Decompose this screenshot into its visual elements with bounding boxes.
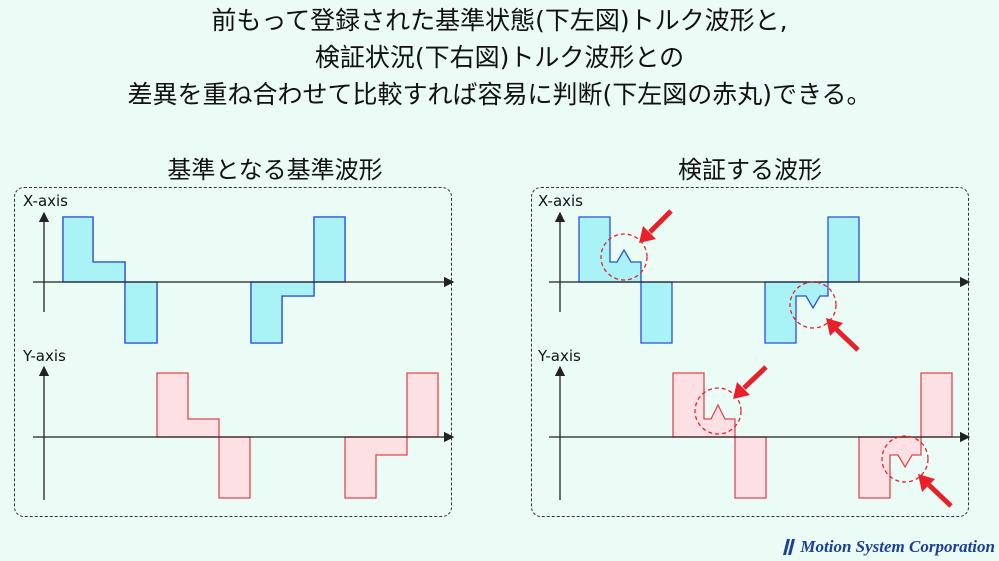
right-y-pulse-2 (734, 436, 767, 499)
left-panel-title: 基準となる基準波形 (167, 156, 383, 184)
headline-line-2: 検証状況(下右図)トルク波形との (314, 43, 685, 72)
right-panel (531, 187, 969, 517)
left-x-pulse-3 (250, 281, 315, 344)
left-y-pulse-4 (406, 372, 439, 438)
highlight-circle-4 (881, 435, 929, 483)
right-x-pulse-2 (640, 281, 673, 344)
highlight-circle-2 (789, 281, 837, 329)
right-panel-title: 検証する波形 (678, 156, 822, 184)
right-x-axis-label: X-axis (538, 192, 583, 210)
callout-arrow-3 (733, 365, 768, 399)
right-y-waveform (672, 372, 953, 499)
right-x-pulse-3 (764, 281, 829, 344)
right-x-pulse-4 (827, 216, 860, 283)
callout-arrow-4 (918, 474, 953, 508)
left-x-pulse-4 (313, 216, 346, 283)
left-y-pulse-2 (218, 436, 251, 499)
left-panel (14, 187, 452, 517)
right-y-axis-label: Y-axis (538, 347, 581, 365)
left-x-pulse-1 (62, 216, 126, 283)
right-y-pulse-1 (672, 372, 736, 438)
logo-mark-icon (783, 539, 796, 555)
left-y-pulse-1 (156, 372, 220, 438)
left-y-axis-label: Y-axis (23, 347, 66, 365)
company-logo: Motion System Corporation (780, 537, 995, 557)
left-y-pulse-3 (344, 436, 408, 499)
right-y-pulse-4 (920, 372, 953, 438)
callout-arrow-1 (639, 209, 673, 243)
left-x-axis-label: X-axis (23, 192, 68, 210)
company-name: Motion System Corporation (800, 537, 995, 556)
right-x-waveform (578, 216, 860, 344)
headline: 前もって登録された基準状態(下左図)トルク波形と, 検証状況(下右図)トルク波形… (0, 2, 999, 113)
right-x-pulse-1 (578, 216, 642, 283)
highlight-circle-1 (600, 233, 648, 281)
highlight-circle-3 (694, 387, 742, 435)
right-y-pulse-3 (858, 436, 922, 499)
left-y-waveform (156, 372, 439, 499)
left-x-waveform (62, 216, 346, 344)
callout-arrows (639, 209, 953, 508)
headline-line-1: 前もって登録された基準状態(下左図)トルク波形と, (211, 6, 788, 35)
callout-arrow-2 (826, 318, 860, 352)
headline-line-3: 差異を重ね合わせて比較すれば容易に判断(下左図の赤丸)できる。 (127, 80, 872, 109)
left-x-pulse-2 (124, 281, 158, 344)
